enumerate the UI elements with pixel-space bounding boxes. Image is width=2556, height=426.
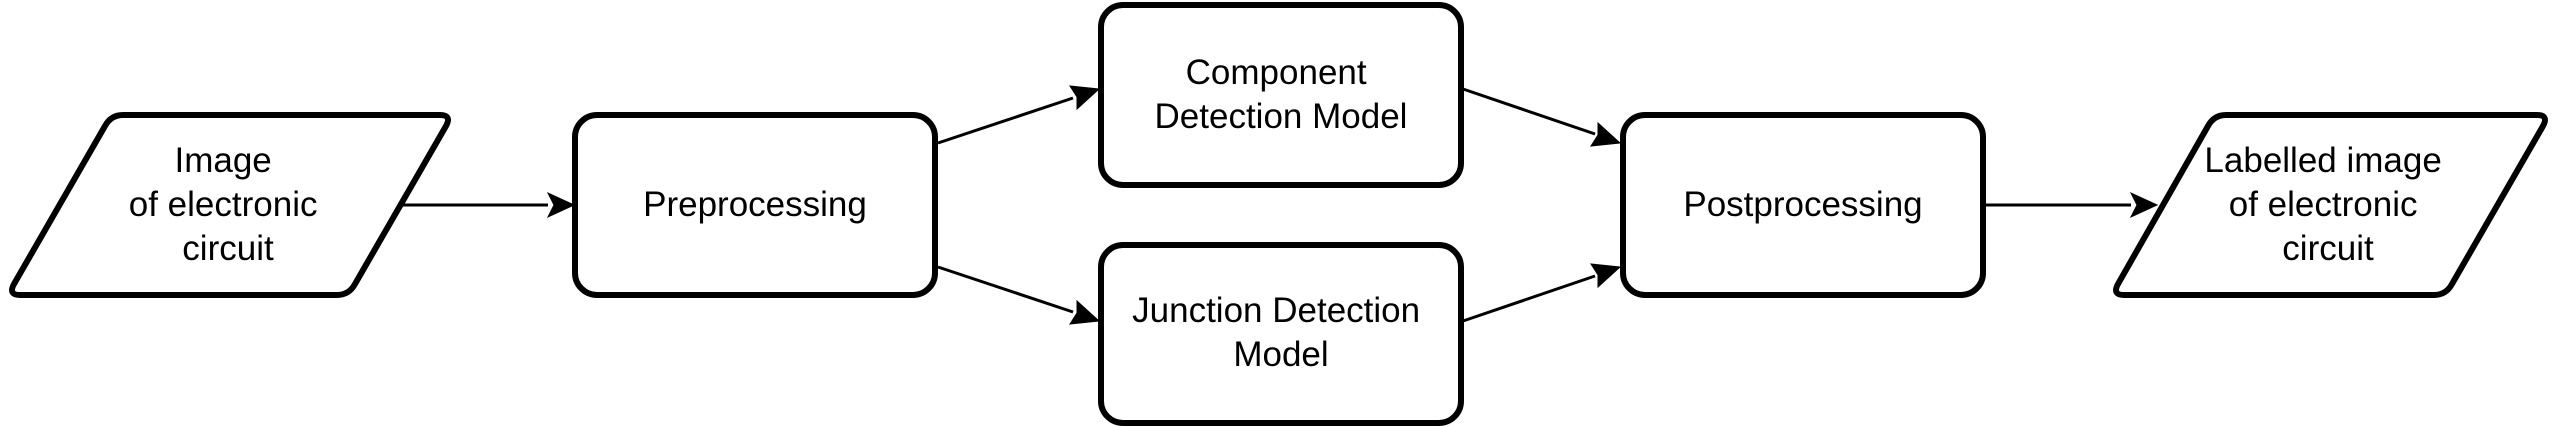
junction-detection-box bbox=[1098, 242, 1464, 426]
component-detection-label: Component Detection Model bbox=[1155, 53, 1408, 136]
labelled-image-parallelogram bbox=[2113, 112, 2548, 298]
component-detection-label-line-1: Component bbox=[1186, 53, 1367, 92]
input-image-label-line-3: circuit bbox=[182, 229, 274, 268]
preprocessing-label-line-1: Preprocessing bbox=[643, 185, 867, 224]
input-image-label: Image of electronic circuit bbox=[129, 141, 327, 268]
node-postprocessing: Postprocessing bbox=[1620, 112, 1986, 298]
junction-detection-label-line-1: Junction Detection bbox=[1132, 291, 1420, 330]
node-junction-detection: Junction Detection Model bbox=[1098, 242, 1464, 426]
labelled-image-label: Labelled image of electronic circuit bbox=[2204, 141, 2451, 268]
node-preprocessing: Preprocessing bbox=[572, 112, 938, 298]
input-image-parallelogram bbox=[9, 112, 451, 298]
edges bbox=[403, 85, 2159, 325]
component-detection-label-line-2: Detection Model bbox=[1155, 97, 1408, 136]
postprocessing-box bbox=[1620, 112, 1986, 298]
arrow-head bbox=[546, 191, 576, 219]
input-image-label-line-2: of electronic bbox=[129, 185, 318, 224]
junction-detection-label: Junction Detection Model bbox=[1132, 291, 1430, 374]
edge-preprocessing-to-component-detection bbox=[937, 85, 1101, 145]
arrow-head bbox=[1069, 299, 1101, 325]
edge-image-to-preprocessing bbox=[403, 191, 576, 219]
preprocessing-label: Preprocessing bbox=[643, 185, 867, 224]
node-input-image: Image of electronic circuit bbox=[9, 112, 451, 298]
node-component-detection: Component Detection Model bbox=[1098, 2, 1464, 188]
labelled-image-label-line-1: Labelled image bbox=[2204, 141, 2441, 180]
edge-postprocessing-to-labelled-image bbox=[1985, 191, 2159, 219]
preprocessing-box bbox=[572, 112, 938, 298]
input-image-label-line-1: Image bbox=[174, 141, 271, 180]
edge-component-detection-to-postprocessing bbox=[1462, 87, 1622, 147]
junction-detection-label-line-2: Model bbox=[1233, 335, 1328, 374]
node-labelled-image: Labelled image of electronic circuit bbox=[2113, 112, 2548, 298]
arrow-head bbox=[2129, 191, 2159, 219]
component-detection-box bbox=[1098, 2, 1464, 188]
arrow-head bbox=[1590, 121, 1622, 147]
arrow-head bbox=[1069, 85, 1101, 111]
labelled-image-label-line-3: circuit bbox=[2282, 229, 2374, 268]
edge-junction-detection-to-postprocessing bbox=[1462, 263, 1622, 323]
nodes: Image of electronic circuit Preprocessin… bbox=[9, 2, 2548, 426]
edge-preprocessing-to-junction-detection bbox=[937, 265, 1101, 325]
postprocessing-label: Postprocessing bbox=[1683, 185, 1922, 224]
labelled-image-label-line-2: of electronic bbox=[2229, 185, 2418, 224]
postprocessing-label-line-1: Postprocessing bbox=[1683, 185, 1922, 224]
arrow-head bbox=[1590, 263, 1622, 289]
